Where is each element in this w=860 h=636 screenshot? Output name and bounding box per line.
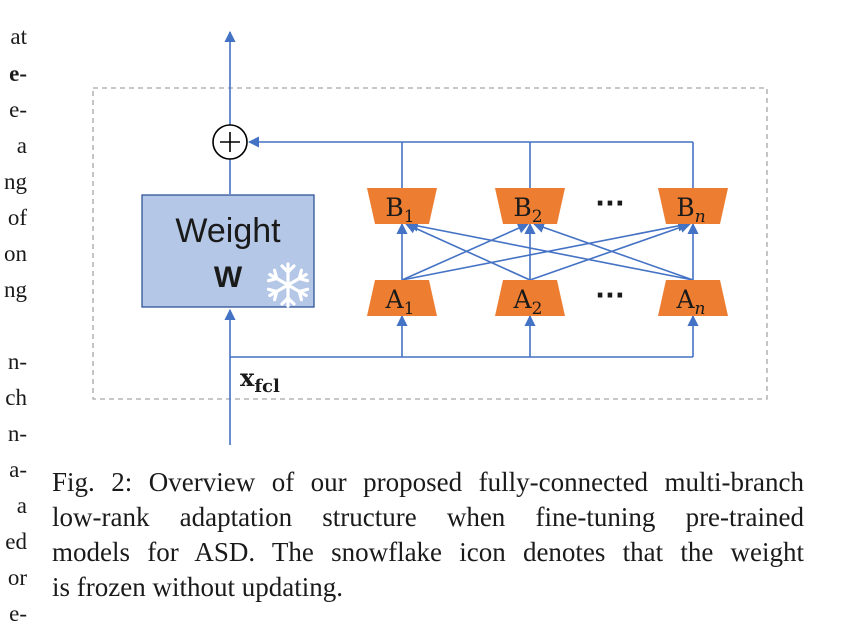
- weight-symbol: W: [214, 261, 243, 294]
- b-block-n: Bn: [658, 188, 728, 227]
- left-fragment: ng: [4, 169, 27, 194]
- lora-structure-diagram: Weight W B1 B2: [92, 30, 768, 445]
- weight-label: Weight: [175, 212, 281, 250]
- caption-line: is frozen without updating.: [52, 572, 343, 602]
- figure-caption: Fig. 2: Overview of our proposed fully-c…: [52, 465, 804, 605]
- svg-text:B2: B2: [513, 193, 542, 227]
- input-label: xfcl: [240, 363, 280, 397]
- b-ellipsis: ···: [595, 189, 625, 219]
- left-fragment: a-: [9, 457, 27, 482]
- svg-text:An: An: [675, 285, 705, 319]
- left-fragment: a: [16, 493, 27, 518]
- left-fragment: ch: [5, 385, 27, 410]
- left-fragment: on: [4, 241, 27, 266]
- caption-line: Fig. 2: Overview of our proposed fully-c…: [52, 467, 804, 497]
- b-block-1: B1: [367, 188, 437, 227]
- left-fragment: or: [7, 565, 27, 590]
- left-fragment: of: [7, 205, 27, 230]
- left-fragment: at: [10, 24, 27, 49]
- svg-text:A2: A2: [513, 285, 543, 319]
- weight-block: Weight W: [141, 194, 315, 308]
- a-ellipsis: ···: [595, 281, 625, 311]
- left-fragment: e-: [9, 61, 27, 86]
- left-fragment: ng: [4, 277, 27, 302]
- svg-text:B1: B1: [385, 193, 414, 227]
- a-block-1: A1: [367, 280, 437, 319]
- connection-lines: [224, 30, 699, 445]
- svg-text:A1: A1: [385, 285, 415, 319]
- b-block-2: B2: [495, 188, 565, 227]
- sum-node: [212, 124, 248, 160]
- svg-text:Bn: Bn: [676, 193, 705, 227]
- left-fragment: a: [16, 133, 27, 158]
- caption-line: low-rank adaptation structure when fine-…: [52, 502, 804, 532]
- left-fragment: ed: [5, 529, 27, 554]
- left-column-text: at e- e- a ng of on ng n- ch n- a- a ed …: [0, 0, 30, 636]
- left-fragment: e-: [9, 97, 27, 122]
- a-block-2: A2: [495, 280, 565, 319]
- left-fragment: n-: [7, 421, 27, 446]
- left-fragment: e-: [9, 601, 27, 626]
- a-block-n: An: [658, 280, 728, 319]
- snowflake-icon: [266, 262, 310, 308]
- left-fragment: n-: [7, 349, 27, 374]
- dashed-module-box: [92, 87, 768, 400]
- caption-line: models for ASD. The snowflake icon denot…: [52, 537, 804, 567]
